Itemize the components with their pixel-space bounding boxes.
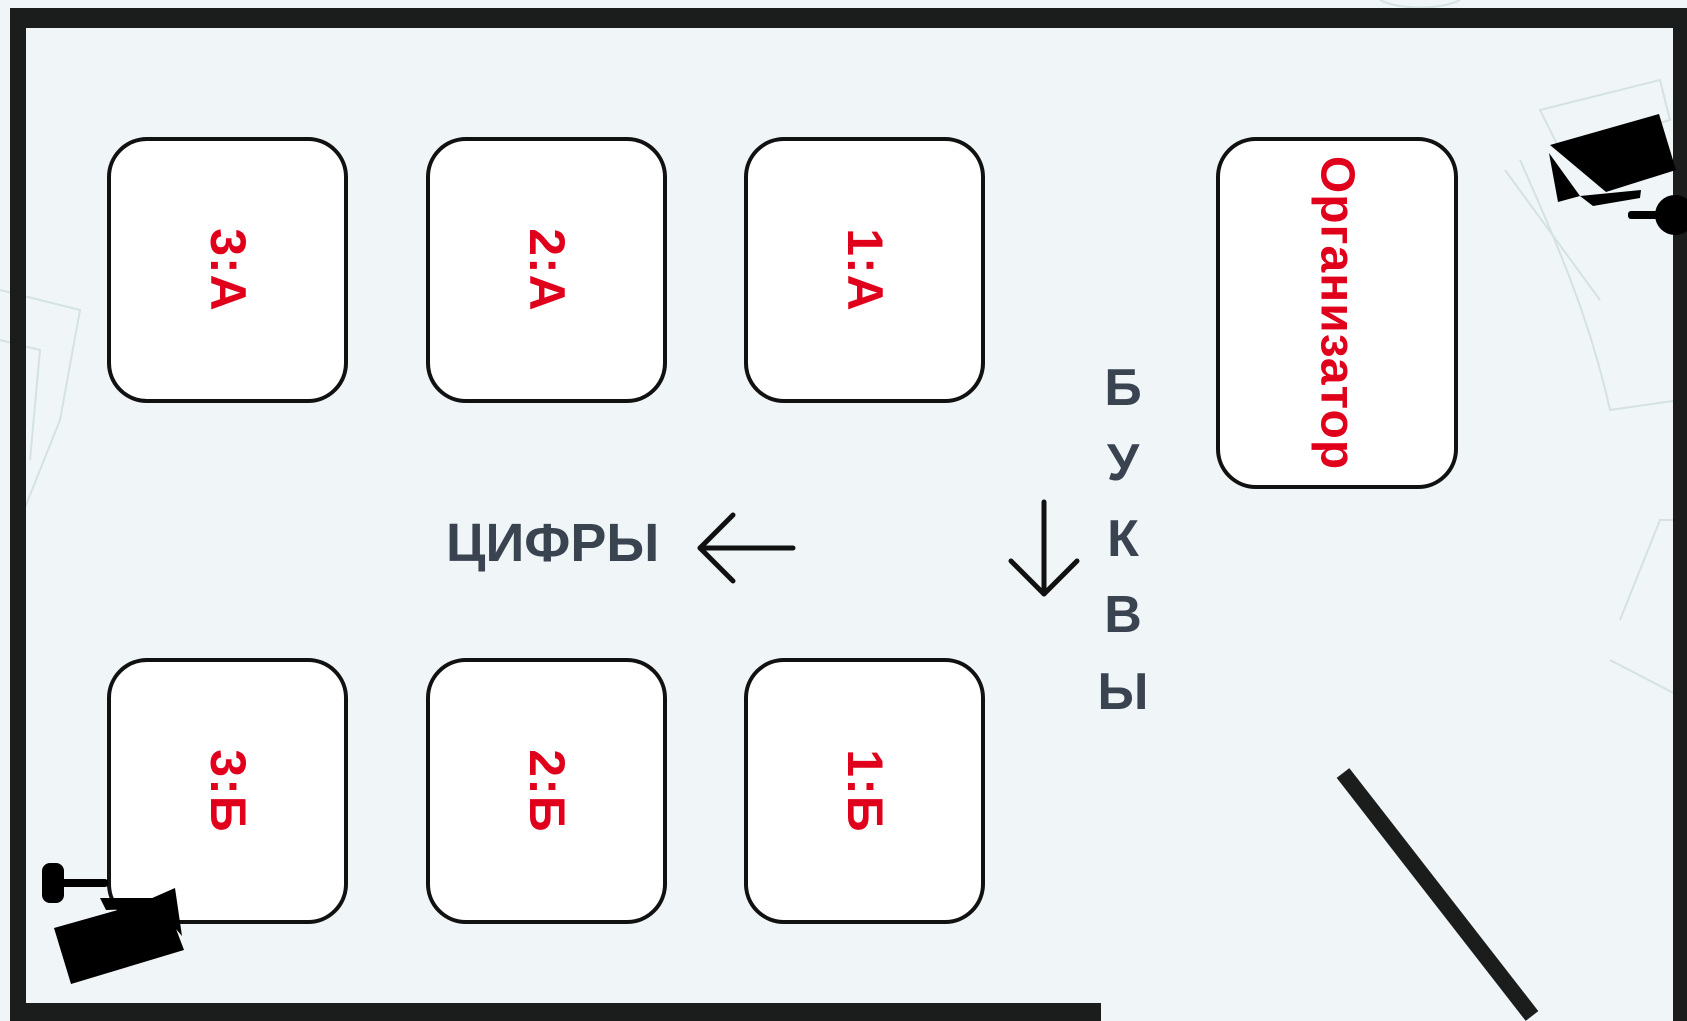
desk-3a[interactable]: 3:А — [107, 137, 348, 403]
arrow-left-icon — [697, 512, 796, 584]
letters-direction-letter: К — [1107, 510, 1139, 568]
letters-direction-letter: У — [1106, 434, 1140, 492]
letters-direction-letter: Б — [1104, 359, 1142, 417]
camera-icon — [42, 863, 184, 984]
desk-2a[interactable]: 2:А — [426, 137, 667, 403]
letters-direction-letter: В — [1104, 586, 1142, 644]
organizer-desk[interactable]: Организатор — [1216, 137, 1458, 489]
wall-top — [10, 8, 1687, 28]
desk-1b[interactable]: 1:Б — [744, 658, 985, 924]
desk-1a[interactable]: 1:А — [744, 137, 985, 403]
wall-left — [10, 8, 26, 1021]
arrow-down-icon — [1008, 499, 1080, 597]
wall-bottom — [10, 1003, 1101, 1021]
door[interactable] — [1336, 768, 1539, 1021]
digits-direction-label: ЦИФРЫ — [446, 513, 660, 573]
wall-right — [1673, 8, 1687, 1021]
desk-3b[interactable]: 3:Б — [107, 658, 348, 924]
desk-2b[interactable]: 2:Б — [426, 658, 667, 924]
camera-icon — [1549, 114, 1687, 235]
letters-direction-letter: Ы — [1097, 663, 1149, 721]
